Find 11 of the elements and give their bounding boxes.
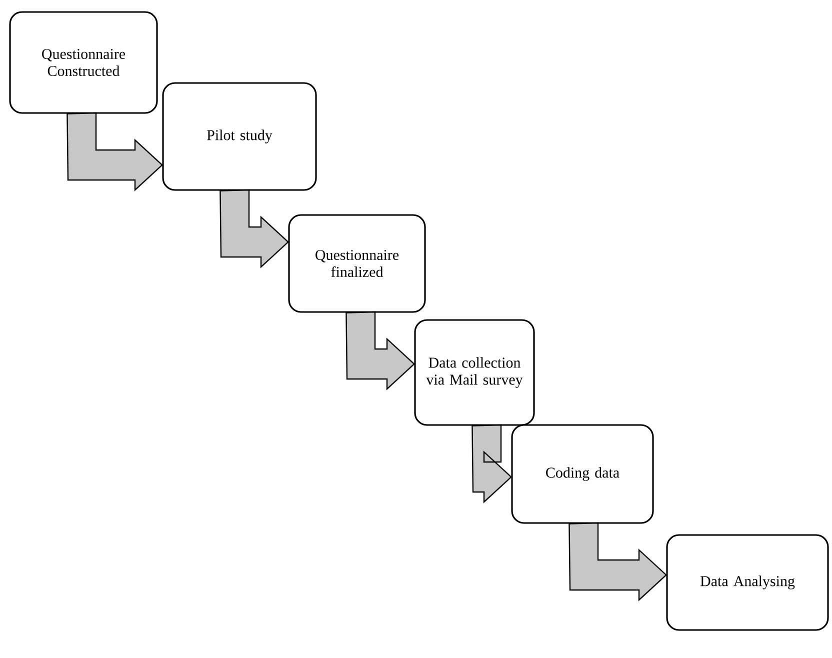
process-box: Coding data xyxy=(511,424,654,524)
process-box: Pilot study xyxy=(162,82,317,191)
block-arrow xyxy=(472,424,512,504)
process-box: Questionnaire Constructed xyxy=(9,11,158,114)
block-arrow xyxy=(568,522,668,602)
process-box: Data collection via Mail survey xyxy=(414,319,535,426)
block-arrow xyxy=(66,112,164,192)
process-box: Questionnaire finalized xyxy=(288,214,426,313)
block-arrow xyxy=(220,189,290,268)
process-box: Data Analysing xyxy=(666,534,829,631)
block-arrow xyxy=(346,311,416,390)
